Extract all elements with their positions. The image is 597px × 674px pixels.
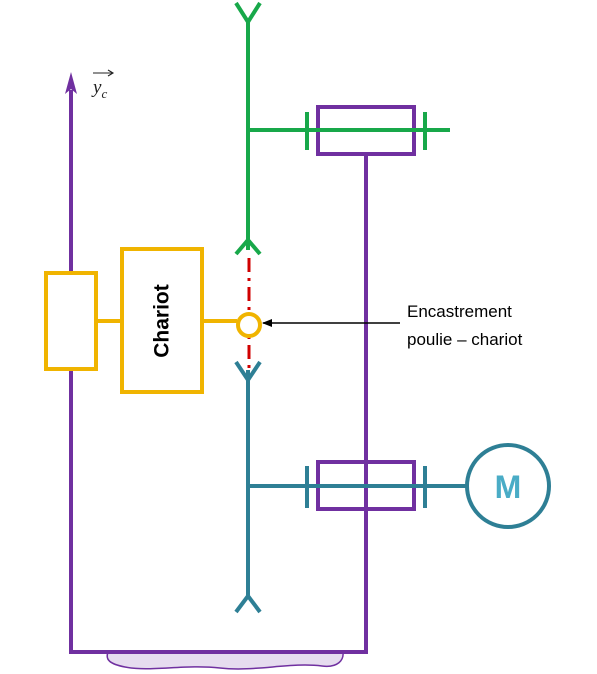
motor-circle — [465, 443, 551, 529]
motor-label: M — [495, 469, 522, 505]
vector-arrow-icon — [93, 69, 115, 77]
pulley-chariot-joint — [236, 312, 262, 338]
annotation-line-1: Encastrement — [407, 302, 512, 321]
chariot-slider — [44, 271, 98, 371]
chariot-label: Chariot — [151, 284, 174, 358]
axis-label: yc — [91, 77, 107, 101]
chariot — [44, 247, 262, 394]
annotation-line-2: poulie – chariot — [407, 330, 523, 349]
ground-hatch — [106, 651, 344, 670]
lower-pulley — [234, 360, 467, 614]
chariot-body — [120, 247, 204, 394]
y-axis-arrowhead — [65, 72, 77, 94]
upper-pulley — [234, 1, 450, 256]
